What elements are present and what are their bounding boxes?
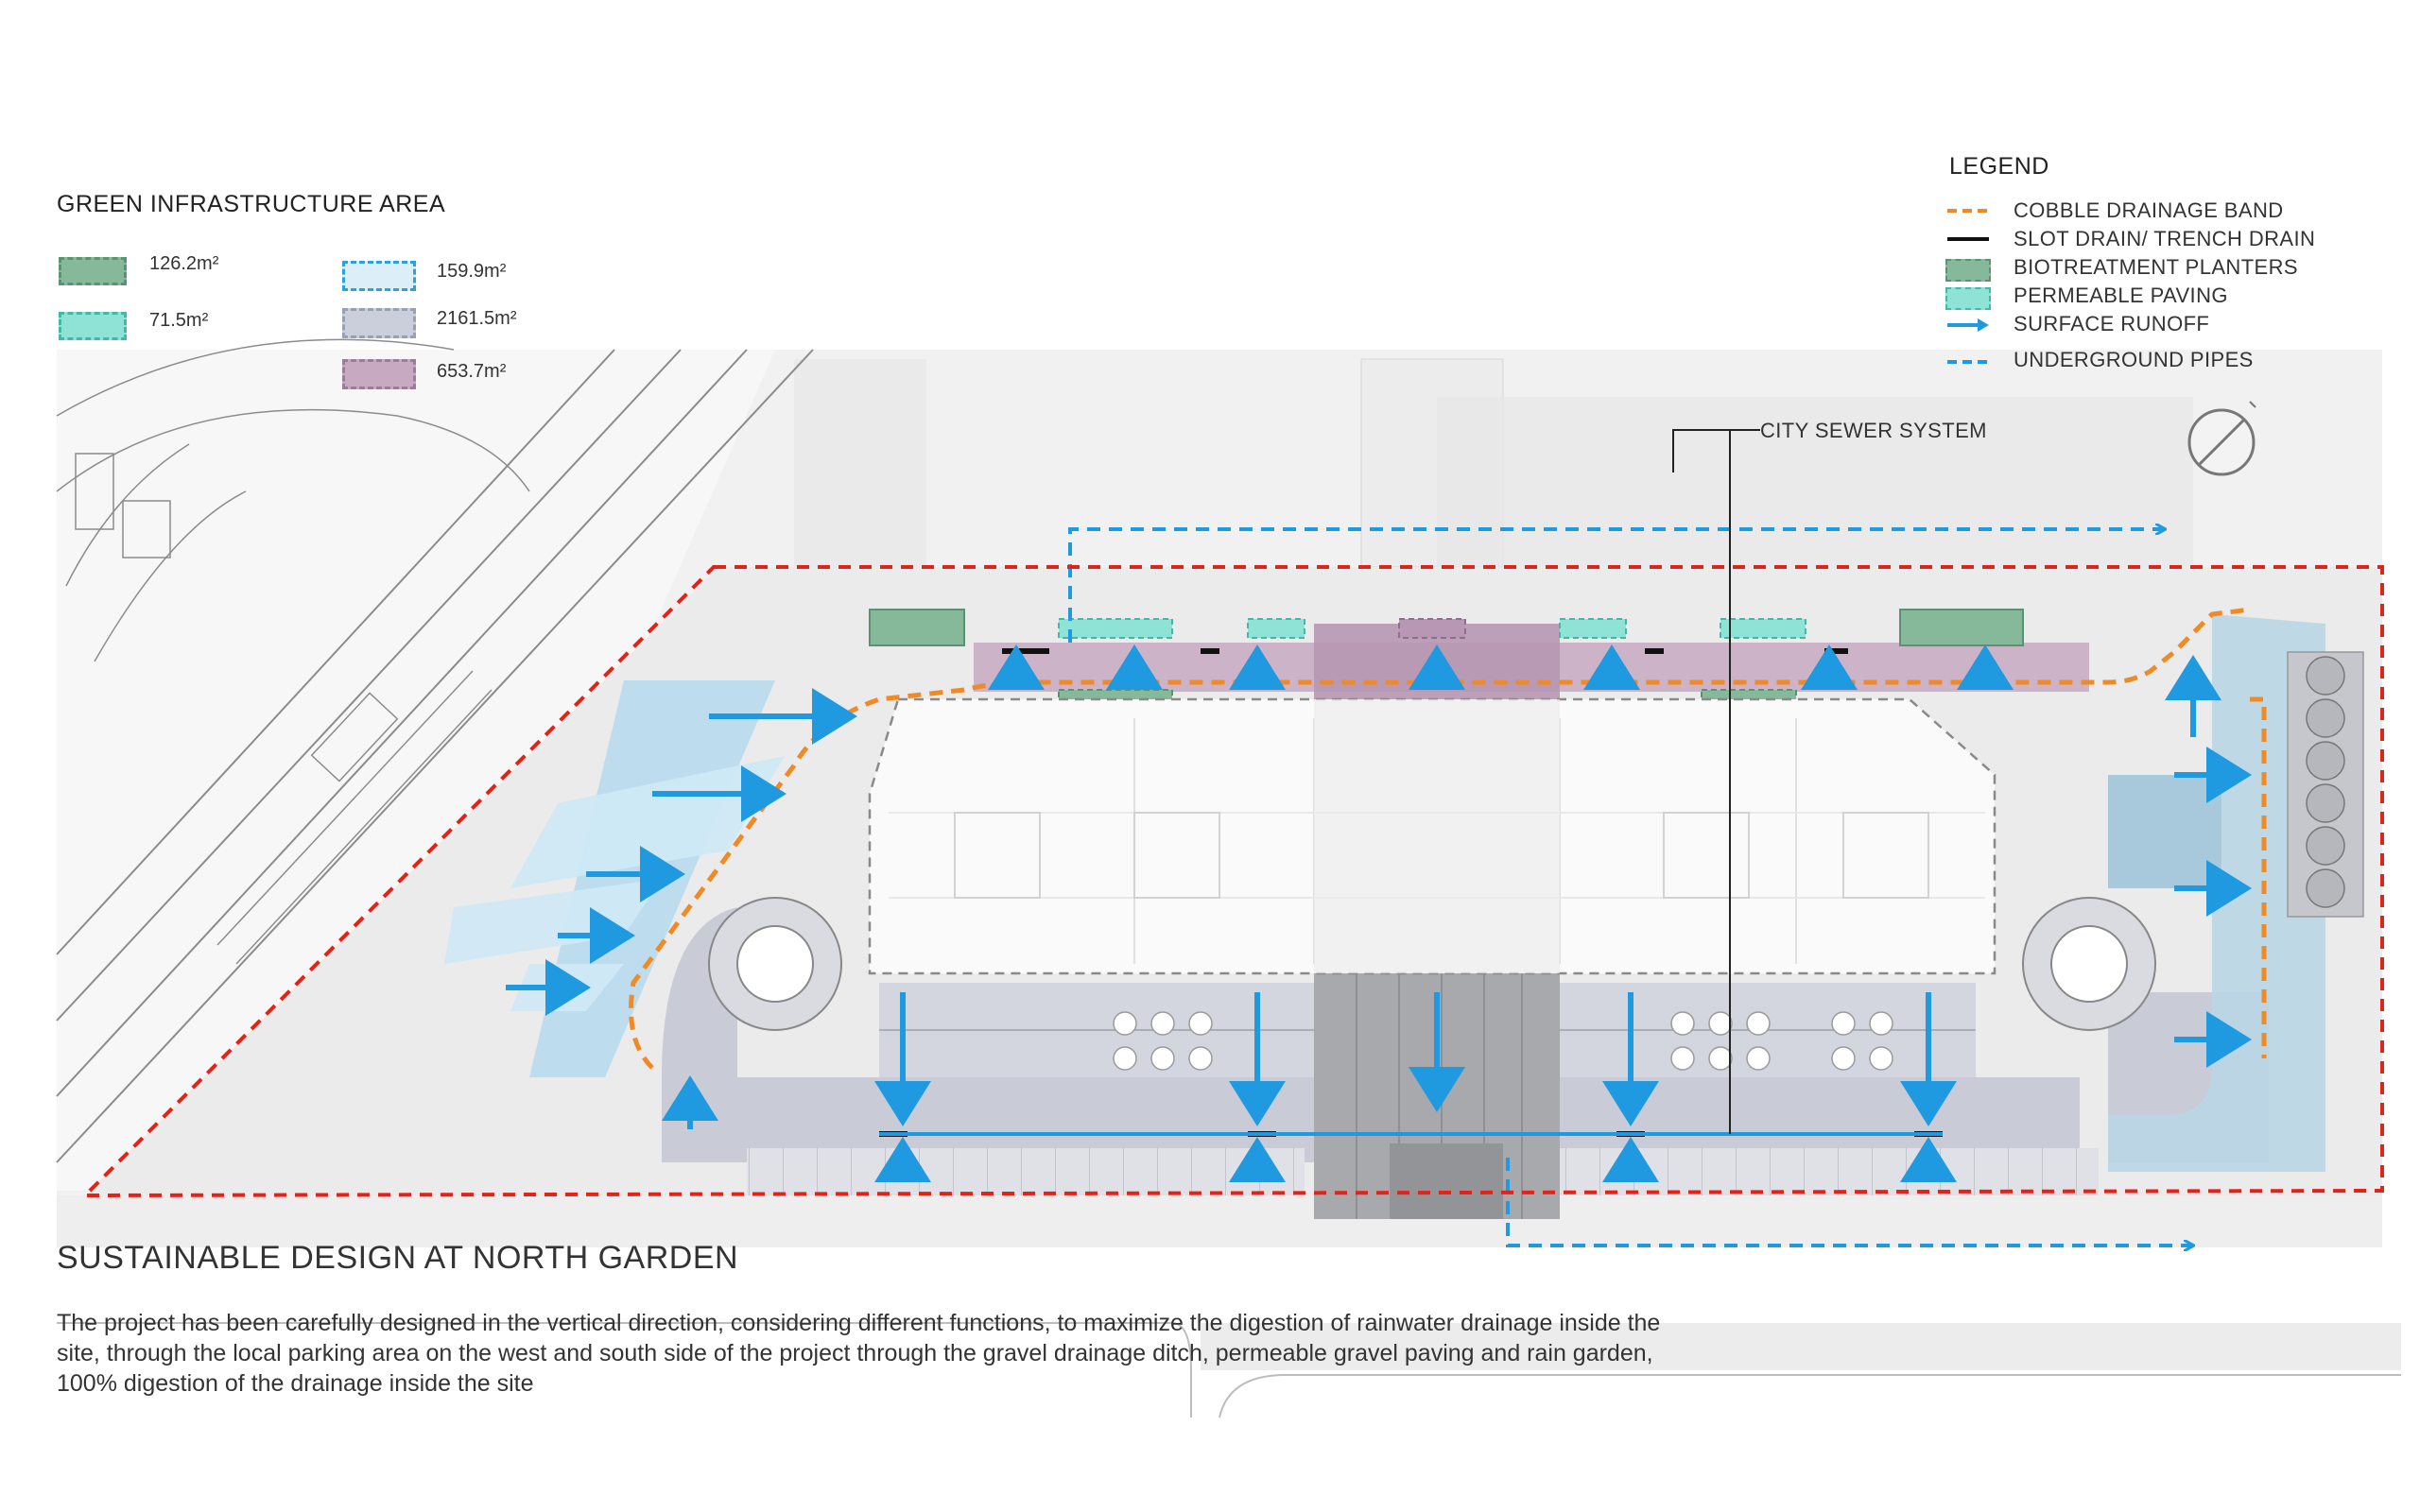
area-value: 71.5m² [149, 310, 209, 331]
black-line-icon [1947, 237, 1989, 241]
area-value: 159.9m² [437, 261, 507, 282]
blue-arrow-icon [1947, 318, 1989, 332]
blue-dashed-line-icon [1947, 360, 1989, 364]
area-value: 653.7m² [437, 361, 507, 382]
surface-runoff-arrows [506, 644, 2252, 1182]
north-arrow-icon [2187, 401, 2256, 476]
permeable-swatch-icon [59, 312, 127, 340]
page-title: SUSTAINABLE DESIGN AT NORTH GARDEN [57, 1240, 739, 1276]
green-box-icon [1945, 259, 1991, 282]
legend-label: PERMEABLE PAVING [2014, 284, 2228, 307]
legend-label: SURFACE RUNOFF [2014, 312, 2210, 335]
project-description: The project has been carefully designed … [57, 1310, 1661, 1397]
grey-swatch-icon [342, 308, 416, 338]
teal-box-icon [1945, 287, 1991, 310]
legend-label: UNDERGROUND PIPES [2014, 348, 2254, 371]
cobble-drainage-band [629, 607, 2267, 1070]
area-value: 2161.5m² [437, 308, 517, 329]
city-sewer-line [1672, 429, 1760, 1134]
light-blue-swatch-icon [342, 261, 416, 291]
purple-swatch-icon [342, 359, 416, 389]
west-roads [56, 338, 814, 1163]
stair-towers [708, 897, 2156, 1031]
legend-label: BIOTREATMENT PLANTERS [2014, 255, 2298, 279]
trees [1113, 1011, 1893, 1071]
building-footprint [868, 697, 1996, 975]
city-sewer-label: CITY SEWER SYSTEM [1760, 419, 1987, 442]
orange-dashed-line-icon [1947, 209, 1989, 213]
legend-label: SLOT DRAIN/ TRENCH DRAIN [2014, 227, 2316, 250]
underground-pipes [1068, 529, 2193, 1246]
legend-heading: LEGEND [1949, 153, 2049, 180]
east-equipment [2306, 656, 2345, 908]
planter-swatch-icon [59, 257, 127, 285]
legend-label: COBBLE DRAINAGE BAND [2014, 198, 2284, 222]
green-infrastructure-heading: GREEN INFRASTRUCTURE AREA [57, 191, 446, 217]
area-value: 126.2m² [149, 253, 219, 274]
site-boundary [80, 565, 2384, 1198]
